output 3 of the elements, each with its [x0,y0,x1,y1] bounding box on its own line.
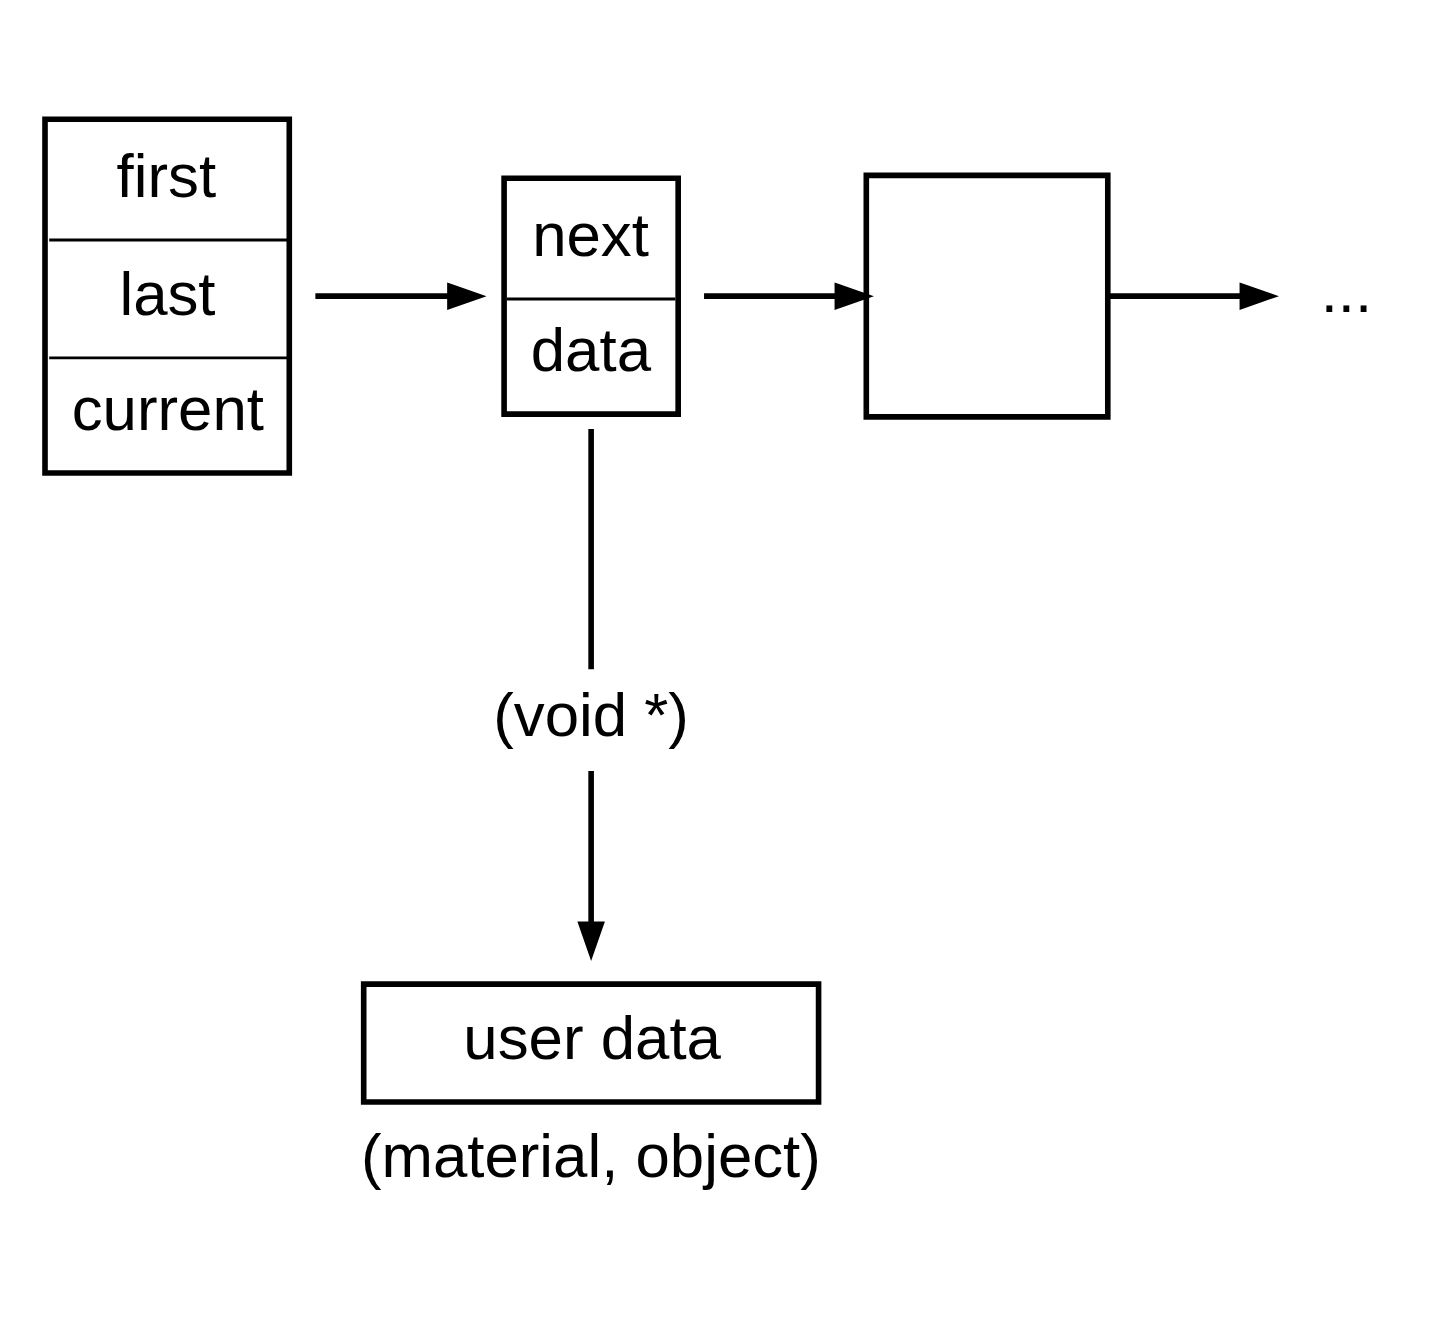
node-text: ... [1320,255,1373,325]
node-label: (material, object) [360,1120,821,1190]
node-text: (void *) [493,679,689,749]
